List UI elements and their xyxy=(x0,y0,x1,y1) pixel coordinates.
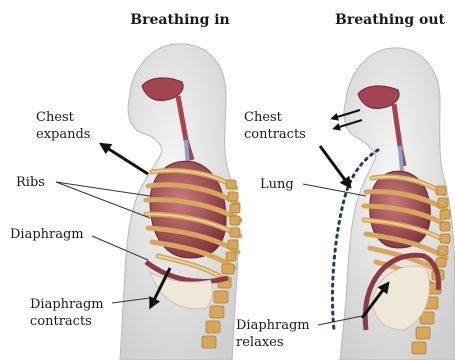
label-text: Chest contracts xyxy=(244,110,306,142)
label-line: Ribs xyxy=(16,175,45,190)
label-line: Diaphragm xyxy=(10,227,84,242)
label-line: relaxes xyxy=(236,335,284,350)
label-text: Diaphragm relaxes xyxy=(236,318,310,350)
label-line: Diaphragm xyxy=(30,297,104,312)
label-text: Ribs xyxy=(16,175,45,190)
label-line: Lung xyxy=(260,177,294,192)
chest-contracts-arrow xyxy=(320,146,348,184)
label-chest-expands: Chest expands xyxy=(36,110,90,142)
label-text: Diaphragm contracts xyxy=(30,297,104,329)
label-line: Diaphragm xyxy=(236,318,310,333)
label-line: Chest xyxy=(36,110,75,125)
label-ribs: Ribs xyxy=(16,175,45,190)
panel-title: Breathing in xyxy=(130,12,230,28)
label-lung: Lung xyxy=(260,177,294,192)
label-line: Chest xyxy=(244,110,283,125)
panel-title: Breathing out xyxy=(335,12,446,28)
panel-breathing-in: Breathing in xyxy=(10,12,240,360)
label-text: Chest expands xyxy=(36,110,90,142)
label-diaphragm-relaxes: Diaphragm relaxes xyxy=(236,318,310,350)
label-diaphragm: Diaphragm xyxy=(10,227,84,242)
panel-breathing-out: Breathing out xyxy=(236,12,455,360)
label-line: contracts xyxy=(30,314,92,329)
trachea xyxy=(400,146,402,172)
label-line: contracts xyxy=(244,127,306,142)
label-chest-contracts: Chest contracts xyxy=(244,110,306,142)
label-text: Diaphragm xyxy=(10,227,84,242)
label-line: expands xyxy=(36,127,90,142)
chest-expands-arrow xyxy=(104,146,148,174)
label-diaphragm-contracts: Diaphragm contracts xyxy=(30,297,104,329)
label-text: Lung xyxy=(260,177,294,192)
